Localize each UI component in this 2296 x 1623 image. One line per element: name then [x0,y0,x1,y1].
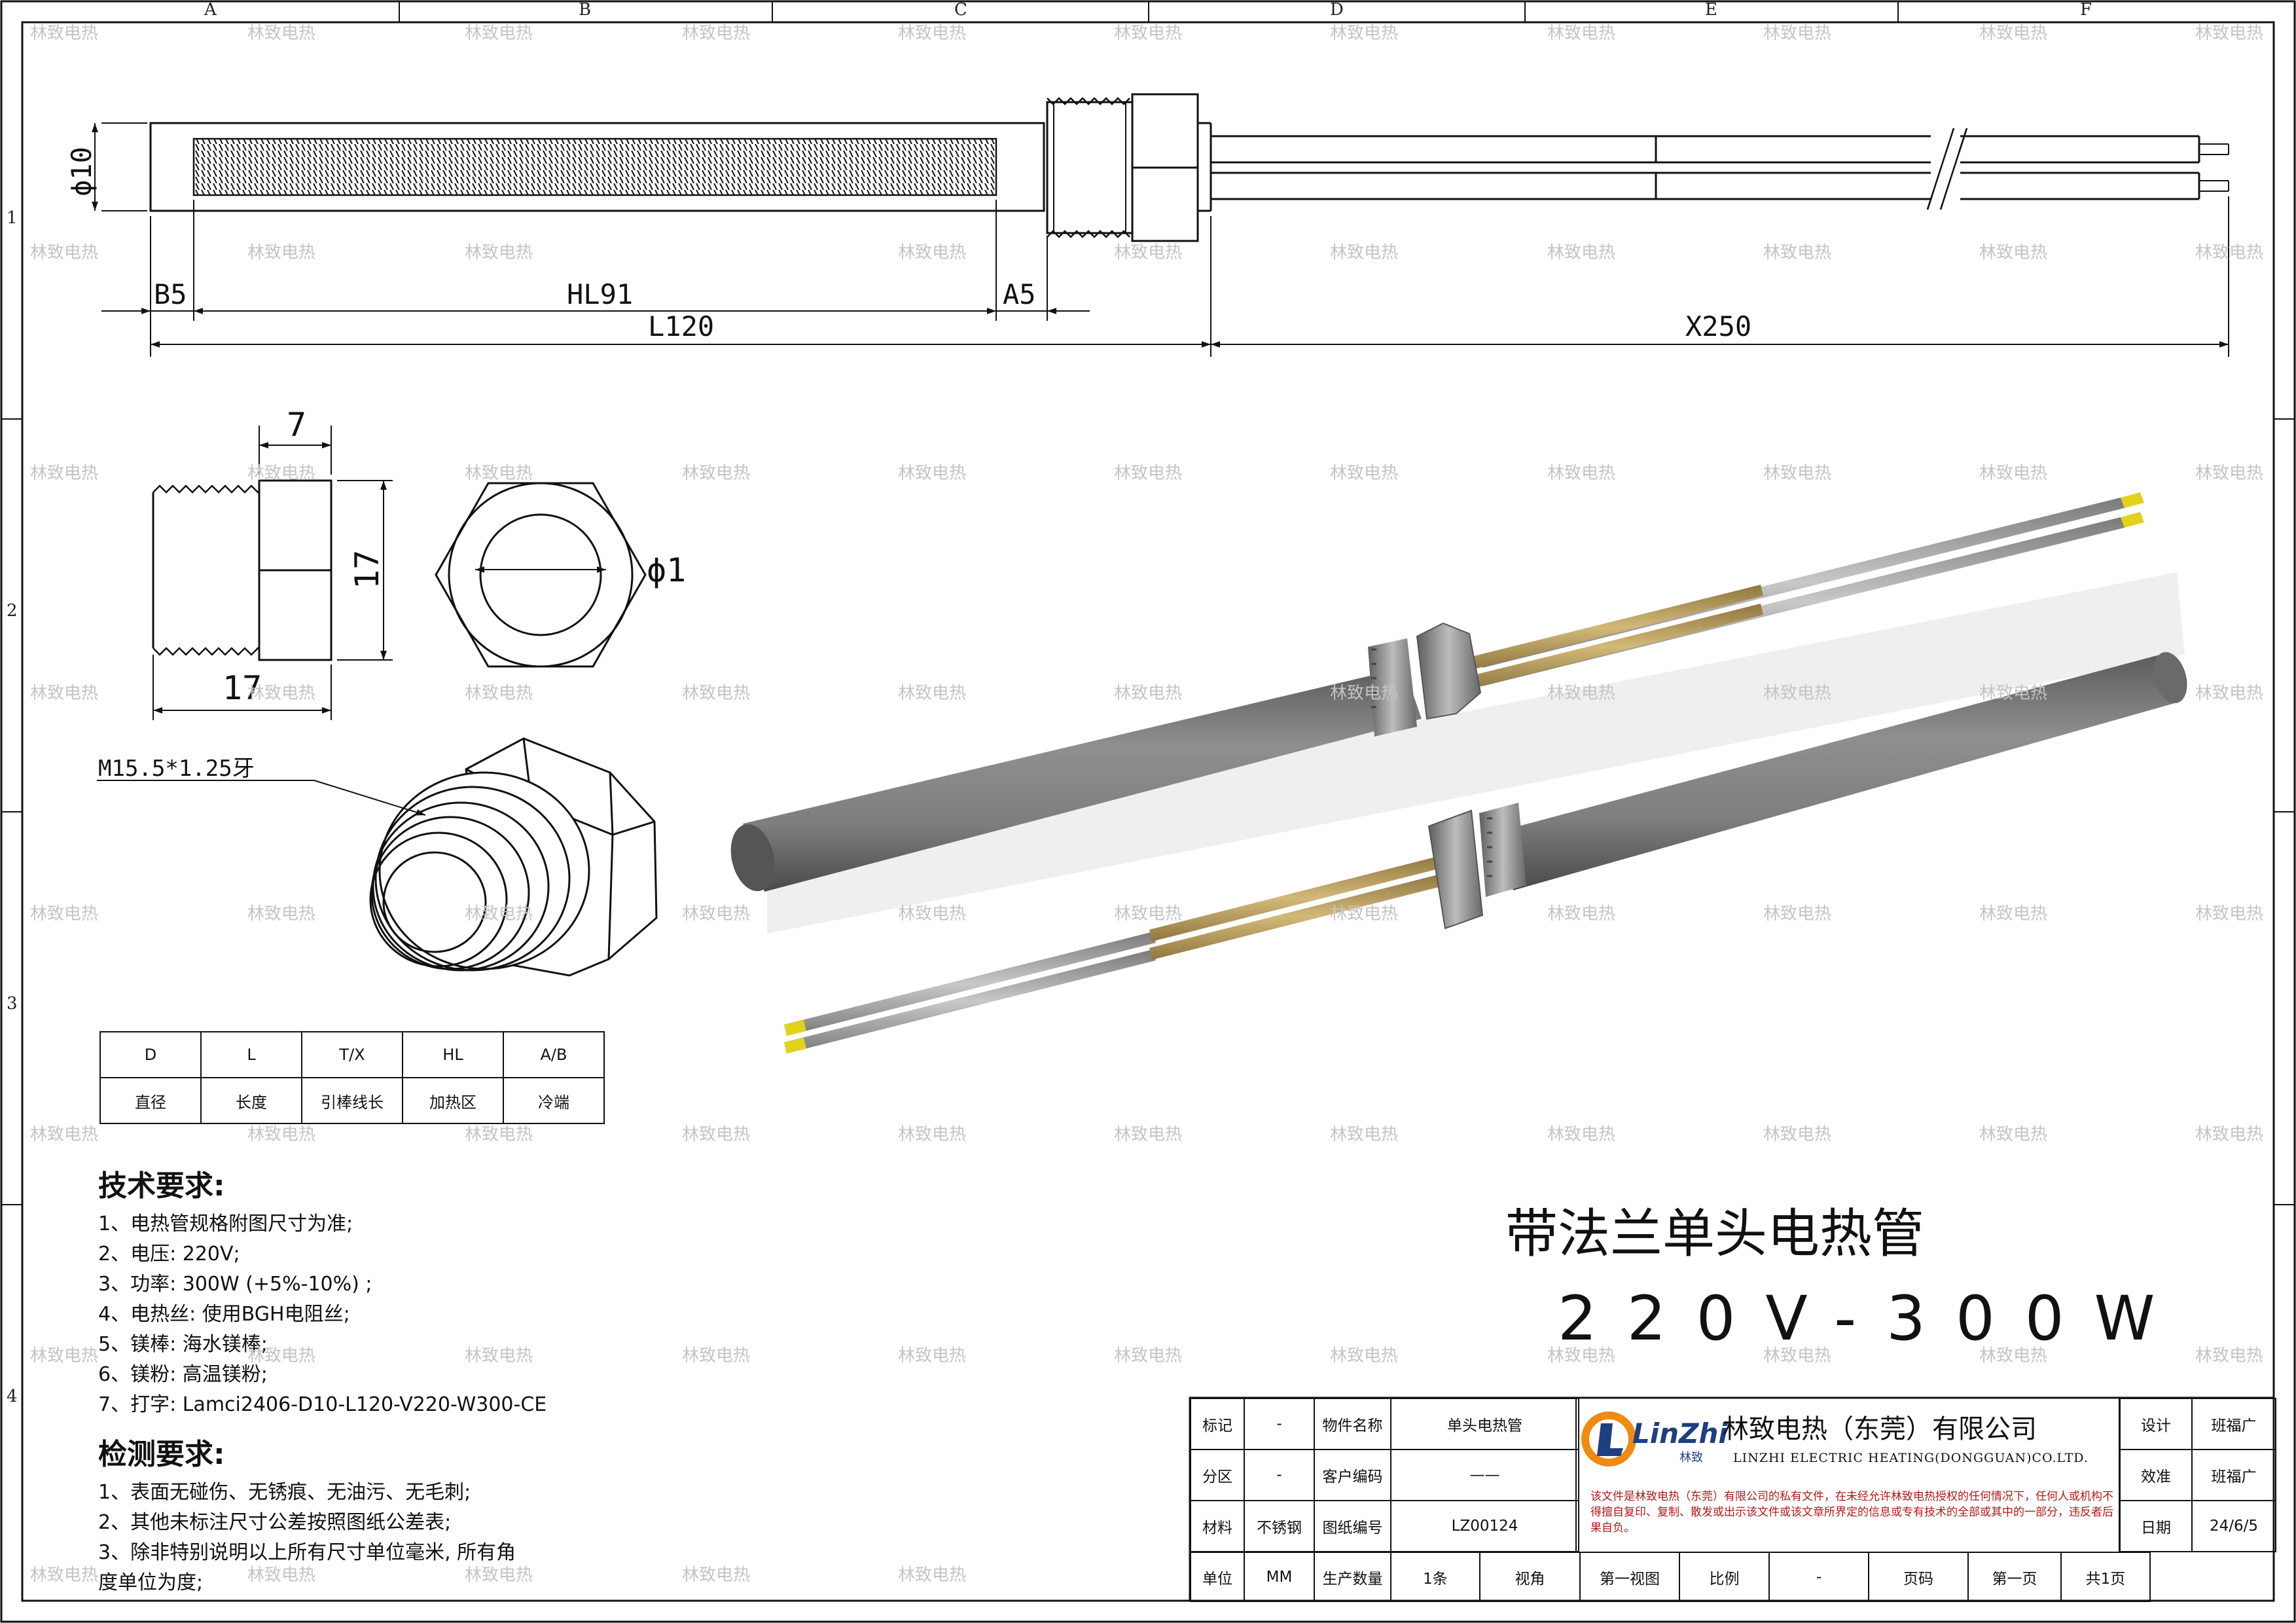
zone-col-c: C [954,0,967,20]
heater-render-lower [784,651,2187,1053]
tech-item: 7、打字: Lamci2406-D10-L120-V220-W300-CE [98,1393,547,1416]
zone-row-2: 2 [7,601,18,621]
tb-label-scale: 比例 [1679,1552,1770,1602]
tb-label-material: 材料 [1190,1500,1245,1552]
tb-label-date: 日期 [2119,1500,2193,1552]
tech-item: 4、电热丝: 使用BGH电阻丝; [98,1303,350,1326]
tb-value-page: 第一页 [1967,1552,2062,1602]
company-block: LinZhi 林致 林致电热（东莞）有限公司 LINZHI ELECTRIC H… [1577,1401,2118,1550]
nut-hex-front-view [435,482,647,668]
dim-thread: M15.5*1.25牙 [98,756,255,782]
logo-text: LinZhi [1632,1417,1728,1450]
title-block-bottom: 单位 MM 生产数量 1条 视角 第一视图 比例 - 页码 第一页 共1页 [1190,1552,2151,1602]
legend-header-ab: A/B [503,1031,605,1078]
tb-value-unit: MM [1244,1552,1315,1602]
tb-label-check: 效准 [2119,1449,2193,1501]
tb-label-design: 设计 [2119,1398,2193,1450]
tb-label-page: 页码 [1868,1552,1969,1602]
dimension-lines [92,122,2229,357]
legend-value-tx: 引棒线长 [301,1077,403,1124]
dim-a: A5 [1003,278,1036,310]
zone-row-4: 4 [7,1387,18,1406]
inspection-item: 度单位为度; [98,1571,204,1594]
zone-row-1: 1 [7,208,18,228]
zone-col-d: D [1330,0,1344,20]
tech-item: 2、电压: 220V; [98,1243,240,1266]
inspection-item: 1、表面无碰伤、无锈痕、无油污、无毛刺; [98,1481,471,1504]
tb-value-material: 不锈钢 [1244,1500,1315,1552]
tb-value-scale: - [1768,1552,1869,1602]
tb-label-drawing-no: 图纸编号 [1314,1500,1391,1552]
nut-side-view [152,426,393,720]
zone-col-e: E [1705,0,1717,20]
heating-zone-hatch [192,137,997,196]
tb-value-quantity: 1条 [1390,1552,1480,1602]
nut-isometric-view [97,737,658,977]
tb-value-zone: - [1244,1449,1315,1501]
logo-subtext: 林致 [1679,1451,1703,1465]
tb-value-part-name: 单头电热管 [1390,1398,1579,1450]
inspection-item: 2、其他未标注尺寸公差按照图纸公差表; [98,1511,452,1534]
legend-header-tx: T/X [301,1031,403,1078]
dim-nut-width: 7 [287,406,307,444]
zone-col-b: B [579,0,592,20]
legend-value-ab: 冷端 [503,1077,605,1124]
inspection-title: 检测要求: [98,1438,225,1471]
company-name-en: LINZHI ELECTRIC HEATING(DONGGUAN)CO.LTD. [1733,1451,2089,1465]
heater-render-upper [730,492,2185,934]
legend-header-l: L [200,1031,302,1078]
dim-nut-length: 17 [223,669,262,707]
legend-header-d: D [99,1031,202,1078]
tech-item: 5、镁棒: 海水镁棒; [98,1333,268,1356]
tb-value-check: 班福广 [2191,1449,2276,1501]
tech-item: 1、电热管规格附图尺寸为准; [98,1213,353,1235]
tech-requirements: 技术要求: 1、电热管规格附图尺寸为准; 2、电压: 220V; 3、功率: 3… [98,1162,547,1420]
tb-label-zone: 分区 [1190,1449,1245,1501]
inspection-requirements: 检测要求: 1、表面无碰伤、无锈痕、无油污、无毛刺; 2、其他未标注尺寸公差按照… [98,1431,516,1598]
dim-hl: HL91 [567,278,634,310]
dim-b: B5 [154,278,187,310]
tech-title: 技术要求: [98,1169,225,1203]
zone-col-a: A [204,0,217,20]
zone-row-3: 3 [7,994,18,1013]
dim-l: L120 [648,310,715,342]
tb-label-customer-code: 客户编码 [1314,1449,1391,1501]
tb-value-mark: - [1244,1398,1315,1450]
title-block-left: 标记 - 物件名称 单头电热管 分区 - 客户编码 —— 材料 不锈钢 图纸编号… [1190,1398,1579,1552]
logo-ring-icon [1581,1412,1636,1467]
product-title: 带法兰单头电热管 [1505,1203,1924,1264]
tb-label-unit: 单位 [1190,1552,1245,1602]
tb-value-date: 24/6/5 [2191,1500,2276,1552]
tech-item: 3、功率: 300W (+5%-10%) ; [98,1273,372,1296]
tb-label-view: 视角 [1479,1552,1581,1602]
product-spec: 220V-300W [1558,1283,2185,1355]
dim-x: X250 [1685,310,1752,342]
tech-item: 6、镁粉: 高温镁粉; [98,1363,268,1386]
legend-header-hl: HL [402,1031,504,1078]
company-name-cn: 林致电热（东莞）有限公司 [1723,1414,2037,1444]
zone-col-f: F [2080,0,2092,20]
inspection-item: 3、除非特别说明以上所有尺寸单位毫米, 所有角 [98,1541,516,1564]
tb-label-mark: 标记 [1190,1398,1245,1450]
legend-value-l: 长度 [200,1077,302,1124]
company-copyright-note: 该文件是林致电热（东莞）有限公司的私有文件，在未经允许林致电热授权的任何情况下，… [1590,1490,2113,1535]
tb-value-view: 第一视图 [1579,1552,1680,1602]
legend-table: D L T/X HL A/B 直径 长度 引棒线长 加热区 冷端 [99,1031,605,1124]
dim-hex-bore: ϕ1 [647,551,687,589]
legend-value-d: 直径 [99,1077,202,1124]
tb-label-part-name: 物件名称 [1314,1398,1391,1450]
title-block-right: 设计 班福广 效准 班福广 日期 24/6/5 [2119,1398,2276,1552]
heater-top-view [149,93,2229,242]
dim-diameter: ϕ10 [65,147,98,196]
legend-value-hl: 加热区 [402,1077,504,1124]
company-logo: LinZhi 林致 [1581,1412,1728,1467]
tb-value-design: 班福广 [2191,1398,2276,1450]
tb-label-quantity: 生产数量 [1314,1552,1391,1602]
dim-nut-height: 17 [348,549,386,589]
tb-value-drawing-no: LZ00124 [1390,1500,1579,1552]
tb-value-customer-code: —— [1390,1449,1579,1501]
tb-value-total-pages: 共1页 [2060,1552,2151,1602]
